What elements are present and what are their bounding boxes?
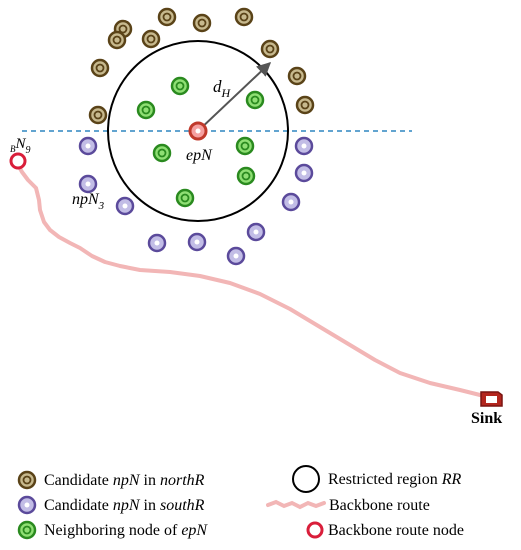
legend-north-icon <box>17 470 37 490</box>
neighbor-node <box>175 188 195 208</box>
neighbor-node <box>136 100 156 120</box>
south-candidate-node <box>226 246 246 266</box>
north-candidate-nodes <box>88 7 315 125</box>
south-candidate-node <box>78 136 98 156</box>
neighboring-nodes <box>136 76 265 208</box>
north-candidate-node <box>90 58 110 78</box>
north-candidate-node <box>295 95 315 115</box>
sink-label: Sink <box>471 410 502 427</box>
legend-restricted-text: Restricted region RR <box>328 471 462 488</box>
legend-south-text: Candidate npN in southR <box>44 497 205 514</box>
south-candidate-node <box>78 174 98 194</box>
legend-restricted-icon <box>292 465 320 493</box>
south-candidate-node <box>147 233 167 253</box>
north-candidate-node <box>107 30 127 50</box>
south-candidate-node <box>115 196 135 216</box>
south-candidate-nodes <box>78 136 314 266</box>
backbone-node-label: BN9 <box>10 136 31 156</box>
neighbor-node <box>152 143 172 163</box>
neighbor-node <box>170 76 190 96</box>
north-candidate-node <box>88 105 108 125</box>
legend-south-icon <box>17 495 37 515</box>
neighbor-node <box>236 166 256 186</box>
legend: Candidate npN in northR Candidate npN in… <box>17 465 464 540</box>
neighbor-node <box>245 90 265 110</box>
ep-node <box>188 121 208 141</box>
north-candidate-node <box>192 13 212 33</box>
north-candidate-node <box>234 7 254 27</box>
legend-route-icon <box>266 499 326 510</box>
north-candidate-node <box>141 29 161 49</box>
radius-label: dH <box>213 77 232 100</box>
sink-icon <box>480 391 503 407</box>
restricted-region-circle <box>107 40 289 222</box>
south-candidate-node <box>187 232 207 252</box>
legend-route-text: Backbone route <box>329 497 430 514</box>
ep-node-label: epN <box>186 147 213 164</box>
neighbor-node <box>235 136 255 156</box>
north-candidate-node <box>157 7 177 27</box>
backbone-node-bn9 <box>9 152 27 170</box>
north-candidate-node <box>287 66 307 86</box>
south-candidate-node <box>294 163 314 183</box>
north-candidate-node <box>260 39 280 59</box>
legend-neighbor-icon <box>17 520 37 540</box>
south-candidate-node <box>294 136 314 156</box>
legend-backbone-node-text: Backbone route node <box>328 522 464 539</box>
legend-backbone-node-icon <box>306 521 324 539</box>
legend-north-text: Candidate npN in northR <box>44 472 205 489</box>
south-candidate-node <box>281 192 301 212</box>
legend-neighbor-text: Neighboring node of epN <box>44 522 208 539</box>
radius-arrow <box>197 62 272 132</box>
backbone-route <box>16 163 482 397</box>
np-node-label: npN3 <box>72 191 105 212</box>
south-candidate-node <box>246 222 266 242</box>
